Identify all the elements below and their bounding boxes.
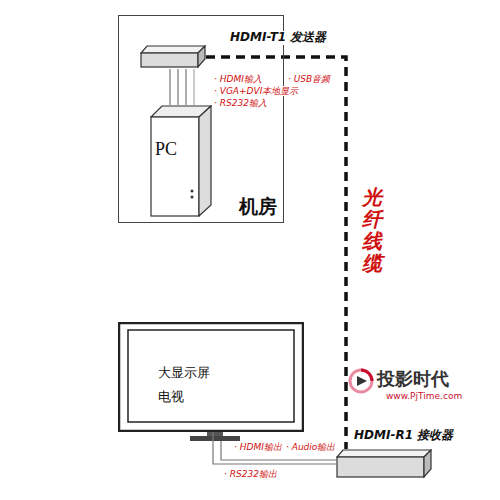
port-label: · VGA+DVI本地显示 (214, 86, 298, 96)
node-label: 大显示屏 (158, 366, 210, 381)
watermark: 投影时代 (377, 369, 449, 390)
room-label: 机房 (239, 196, 277, 218)
cable (221, 441, 336, 460)
machine-room: 机房 HDMI-T1 发送器 PC (118, 15, 284, 223)
logo-play (357, 376, 367, 386)
cable (194, 69, 195, 105)
logo-ring (350, 370, 372, 392)
signal-cable (177, 69, 178, 105)
node-label: HDMI-R1 接收器 (352, 429, 455, 443)
display-screen-outline (118, 322, 304, 432)
port-label: · RS232输入 (214, 98, 267, 108)
receiver-box-outline (336, 449, 432, 479)
tv-neck (207, 432, 223, 436)
pc-tower-outline (150, 105, 212, 217)
port-label: · RS232输出 (224, 469, 277, 479)
pc-tower: PC (150, 105, 212, 217)
port-label: · HDMI输出 (234, 442, 282, 452)
watermark: www.PjTime.com (386, 391, 462, 401)
port-label: · HDMI输入 (214, 74, 262, 84)
receiver-box: HDMI-R1 接收器 (336, 449, 432, 479)
transmitter-box: HDMI-T1 发送器 (140, 45, 206, 69)
port-label: · Audio输出 (286, 442, 335, 452)
signal-cable (213, 432, 336, 464)
tv-stand (190, 436, 240, 441)
node-label: PC (155, 139, 177, 160)
transmitter-box-outline (140, 45, 206, 69)
display-screen: 大显示屏电视 (118, 322, 304, 432)
edge-label: 光纤线缆 (362, 186, 382, 274)
node-label: 电视 (158, 390, 184, 405)
port-label: · USB音频 (288, 74, 330, 84)
cable (185, 69, 186, 105)
cable (169, 69, 170, 105)
node-label: HDMI-T1 发送器 (228, 31, 328, 45)
